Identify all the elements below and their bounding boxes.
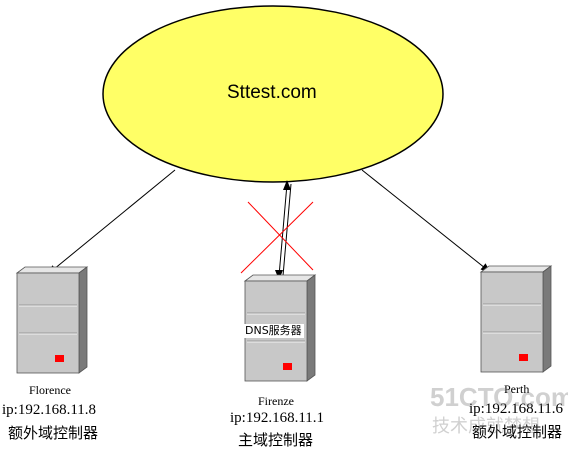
server-ip-perth: ip:192.168.11.6 — [469, 401, 564, 417]
watermark-line1: 51CTO.com — [430, 382, 568, 412]
server-ip-florence: ip:192.168.11.8 — [2, 402, 97, 418]
red-x-icon — [240, 201, 314, 274]
server-role-firenze: 主域控制器 — [238, 433, 314, 449]
connector-firenze — [275, 180, 292, 280]
server-tower-icon — [16, 266, 88, 374]
connector-florence — [47, 169, 176, 275]
server-role-perth: 额外域控制器 — [472, 425, 563, 441]
domain-title: Sttest.com — [227, 82, 317, 103]
domain-ellipse — [102, 5, 444, 183]
server-name-florence: Florence — [29, 383, 71, 397]
server-tower-icon — [480, 265, 552, 373]
server-role-florence: 额外域控制器 — [8, 426, 99, 442]
server-name-perth: Perth — [504, 382, 530, 396]
connector-perth — [361, 169, 491, 273]
server-name-firenze: Firenze — [258, 394, 294, 408]
watermark-line2: 技术成就梦想 — [432, 416, 540, 437]
watermark: 51CTO.com 技术成就梦想 — [430, 382, 568, 442]
server-ip-firenze: ip:192.168.11.1 — [230, 410, 325, 426]
dns-server-tag: DNS服务器 — [243, 324, 304, 338]
